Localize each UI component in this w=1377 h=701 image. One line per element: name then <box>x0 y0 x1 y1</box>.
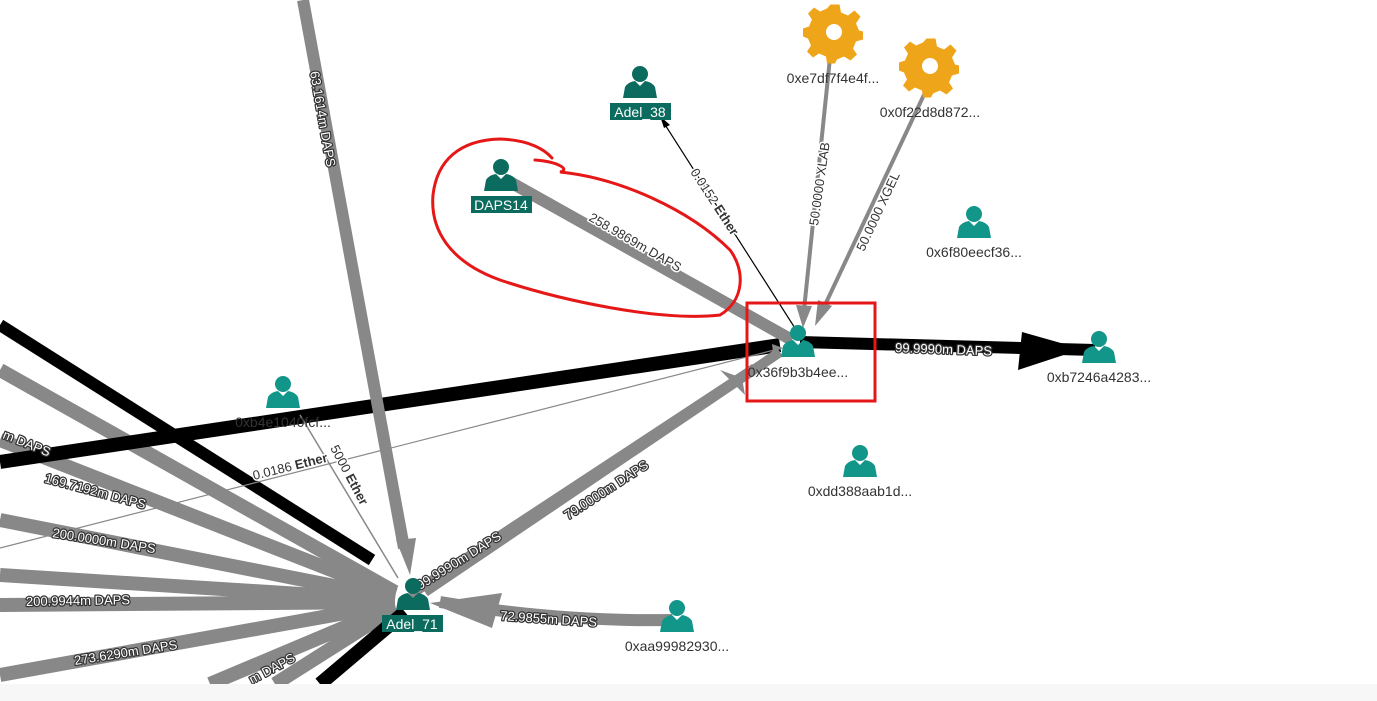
node-contract2[interactable]: 0x0f22d8d872... <box>880 38 980 121</box>
gear-hole <box>922 58 938 74</box>
node-label-x6f80: 0x6f80eecf36... <box>926 244 1022 260</box>
footer-bar <box>0 684 1377 701</box>
edge-contract2-hub[interactable] <box>823 81 932 306</box>
edge-thin-gray[interactable] <box>0 347 783 549</box>
user-icon <box>266 376 300 408</box>
edge-contract1-hub[interactable] <box>802 57 832 311</box>
user-icon <box>843 445 877 477</box>
node-label-contract1: 0xe7df7f4e4f... <box>787 70 880 86</box>
edges-layer <box>0 0 1096 691</box>
arrowhead-hub-xb724 <box>1018 332 1082 370</box>
annotations-layer <box>431 137 877 403</box>
edge-label-thin-hub: 0.0186 Ether <box>251 450 329 483</box>
node-label-contract2: 0x0f22d8d872... <box>880 104 980 120</box>
node-contract1[interactable]: 0xe7df7f4e4f... <box>787 4 880 87</box>
node-label-xdd38: 0xdd388aab1d... <box>808 483 912 499</box>
node-label-xb724: 0xb7246a4283... <box>1047 369 1151 385</box>
arrowhead-daps14-hub <box>718 292 795 342</box>
red-freehand-circle <box>431 137 742 318</box>
edge-label-hub-adel71: 99.9990m DAPS <box>414 528 504 592</box>
user-icon <box>623 66 657 98</box>
node-label-adel38: Adel_38 <box>614 104 666 120</box>
edge-label-left5: 273.6290m DAPS <box>73 637 178 668</box>
node-hub[interactable]: 0x36f9b3b4ee... <box>748 325 848 380</box>
edge-label-hub-xb724: 99.9990m DAPS <box>895 340 993 358</box>
node-adel38[interactable]: Adel_38 <box>610 66 671 120</box>
edge-left2[interactable] <box>0 433 398 602</box>
edge-label-contract1-hub: 50.0000 XLAB <box>806 141 833 226</box>
edge-label-daps14-hub: 258.9869m DAPS <box>587 210 685 275</box>
edge-top-to-adel71[interactable] <box>297 0 410 550</box>
node-label-adel71: Adel_71 <box>386 616 438 632</box>
edge-label-left4: 200.9944m DAPS <box>26 592 131 609</box>
edge-xb4e1-adel71[interactable] <box>299 414 399 579</box>
user-icon <box>957 206 991 238</box>
arrowhead-contract1-hub <box>796 305 812 328</box>
node-xdd38[interactable]: 0xdd388aab1d... <box>808 445 912 499</box>
edge-black-left-to-hub[interactable] <box>0 338 782 469</box>
edge-label-top-adel71: 63.1614m DAPS <box>307 70 339 168</box>
gear-hole <box>826 24 842 40</box>
arrowhead-xaa99-adel71 <box>430 593 502 628</box>
user-icon <box>484 159 518 191</box>
edge-adel71-hub-b[interactable] <box>422 347 783 597</box>
node-xb724[interactable]: 0xb7246a4283... <box>1047 331 1151 385</box>
node-xb4e1[interactable]: 0xb4e1040fcf... <box>235 376 331 430</box>
edge-label-contract2-hub: 50.0000 XGEL <box>853 170 903 254</box>
arrowhead-top-adel71 <box>396 538 416 575</box>
node-label-hub: 0x36f9b3b4ee... <box>748 364 848 380</box>
node-label-box <box>610 103 671 120</box>
edge-left7[interactable] <box>207 599 398 691</box>
arrowhead-adel71-hub <box>720 370 745 395</box>
edge-black-left-diag[interactable] <box>0 319 376 566</box>
edge-left1[interactable] <box>0 363 399 599</box>
node-label-xb4e1: 0xb4e1040fcf... <box>235 414 331 430</box>
node-label-daps14: DAPS14 <box>474 197 528 213</box>
nodes-layer: Adel_38 DAPS14 0xe7df7f4e4f... 0x0f22d8d… <box>235 4 1151 654</box>
edge-left5[interactable] <box>0 595 396 612</box>
edge-hub-adel38[interactable] <box>661 119 801 337</box>
node-xaa99[interactable]: 0xaa99982930... <box>625 600 729 654</box>
red-highlight-box <box>745 301 877 403</box>
node-adel71[interactable]: Adel_71 <box>382 578 443 632</box>
edge-left8[interactable] <box>271 602 399 690</box>
node-x6f80[interactable]: 0x6f80eecf36... <box>926 206 1022 260</box>
node-label-box <box>471 196 532 213</box>
arrowhead-contract2-hub <box>815 300 832 326</box>
edge-label-hub-adel38: 0.0152 Ether <box>687 165 741 237</box>
node-label-xaa99: 0xaa99982930... <box>625 638 729 654</box>
edge-label-left3: 200.0000m DAPS <box>52 525 157 556</box>
node-label-box <box>382 615 443 632</box>
node-daps14[interactable]: DAPS14 <box>471 159 532 213</box>
edge-left6[interactable] <box>0 597 397 682</box>
edge-label-xaa99-adel71: 72.9855m DAPS <box>500 608 598 630</box>
edge-left3[interactable] <box>0 513 397 605</box>
